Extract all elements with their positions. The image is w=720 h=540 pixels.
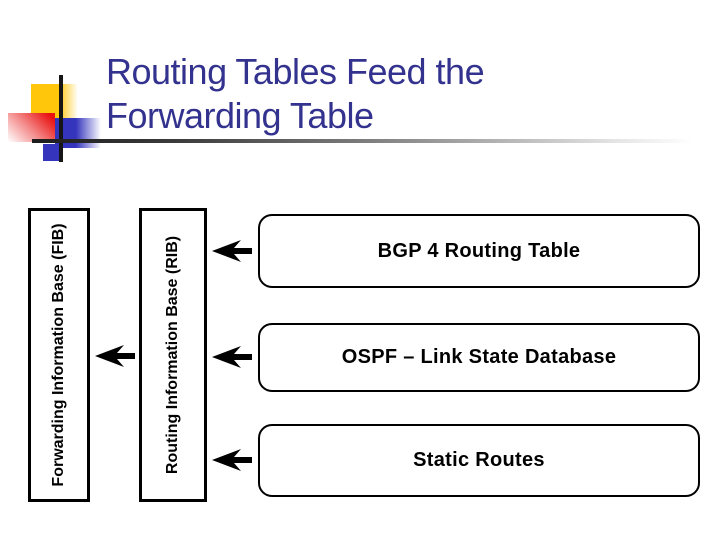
ornament-red-square <box>8 113 55 142</box>
slide-title: Routing Tables Feed the Forwarding Table <box>106 50 485 138</box>
ornament-yellow-square <box>31 84 78 118</box>
ospf-link-state-database-label: OSPF – Link State Database <box>341 346 617 368</box>
slide-title-line-2: Forwarding Table <box>106 95 374 136</box>
static-routes-box: Static Routes <box>258 424 700 497</box>
rib-box-label: Routing Information Base (RIB) <box>164 235 181 475</box>
arrow-ospf-to-rib-icon <box>212 346 252 368</box>
fib-box-label: Forwarding Information Base (FIB) <box>50 223 67 487</box>
arrow-static-to-rib-icon <box>212 449 252 471</box>
arrow-rib-to-fib-icon <box>95 345 135 367</box>
rib-box: Routing Information Base (RIB) <box>139 208 207 502</box>
slide-title-line-1: Routing Tables Feed the <box>106 51 485 92</box>
ospf-link-state-database-box: OSPF – Link State Database <box>258 323 700 392</box>
crosshair-vertical-line <box>59 75 63 162</box>
static-routes-label: Static Routes <box>413 449 545 471</box>
title-underline-rule <box>32 139 700 143</box>
ornament-small-blue-square <box>43 144 60 161</box>
fib-box: Forwarding Information Base (FIB) <box>28 208 90 502</box>
bgp-routing-table-label: BGP 4 Routing Table <box>377 239 581 262</box>
arrow-bgp-to-rib-icon <box>212 240 252 262</box>
bgp-routing-table-box: BGP 4 Routing Table <box>258 214 700 288</box>
